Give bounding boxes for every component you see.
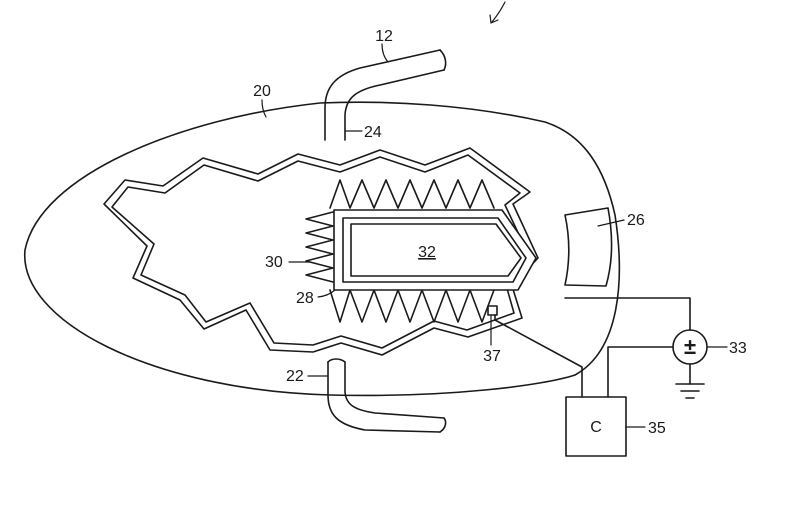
wire-supply-to-controller [608, 347, 673, 397]
power-supply-symbol: ± [684, 334, 696, 359]
leader-20 [262, 100, 266, 117]
top-tube [325, 50, 446, 140]
label-26: 26 [627, 212, 645, 229]
label-24: 24 [364, 124, 382, 141]
label-30: 30 [265, 254, 283, 271]
label-32: 32 [418, 244, 436, 261]
leader-12 [382, 44, 388, 62]
label-35: 35 [648, 420, 666, 437]
teeth-top [330, 180, 494, 208]
teeth-left [306, 212, 333, 282]
label-37: 37 [483, 348, 501, 365]
controller-letter: C [590, 419, 602, 436]
label-22: 22 [286, 368, 304, 385]
window [565, 208, 612, 286]
wire-housing-to-supply [565, 298, 690, 330]
sensor-box [488, 306, 497, 315]
label-33: 33 [729, 340, 747, 357]
label-20: 20 [253, 83, 271, 100]
wire-sensor-to-controller [495, 315, 582, 397]
leader-arrow [492, 2, 505, 22]
teeth-bottom [330, 290, 494, 322]
label-12: 12 [375, 28, 393, 45]
label-28: 28 [296, 290, 314, 307]
